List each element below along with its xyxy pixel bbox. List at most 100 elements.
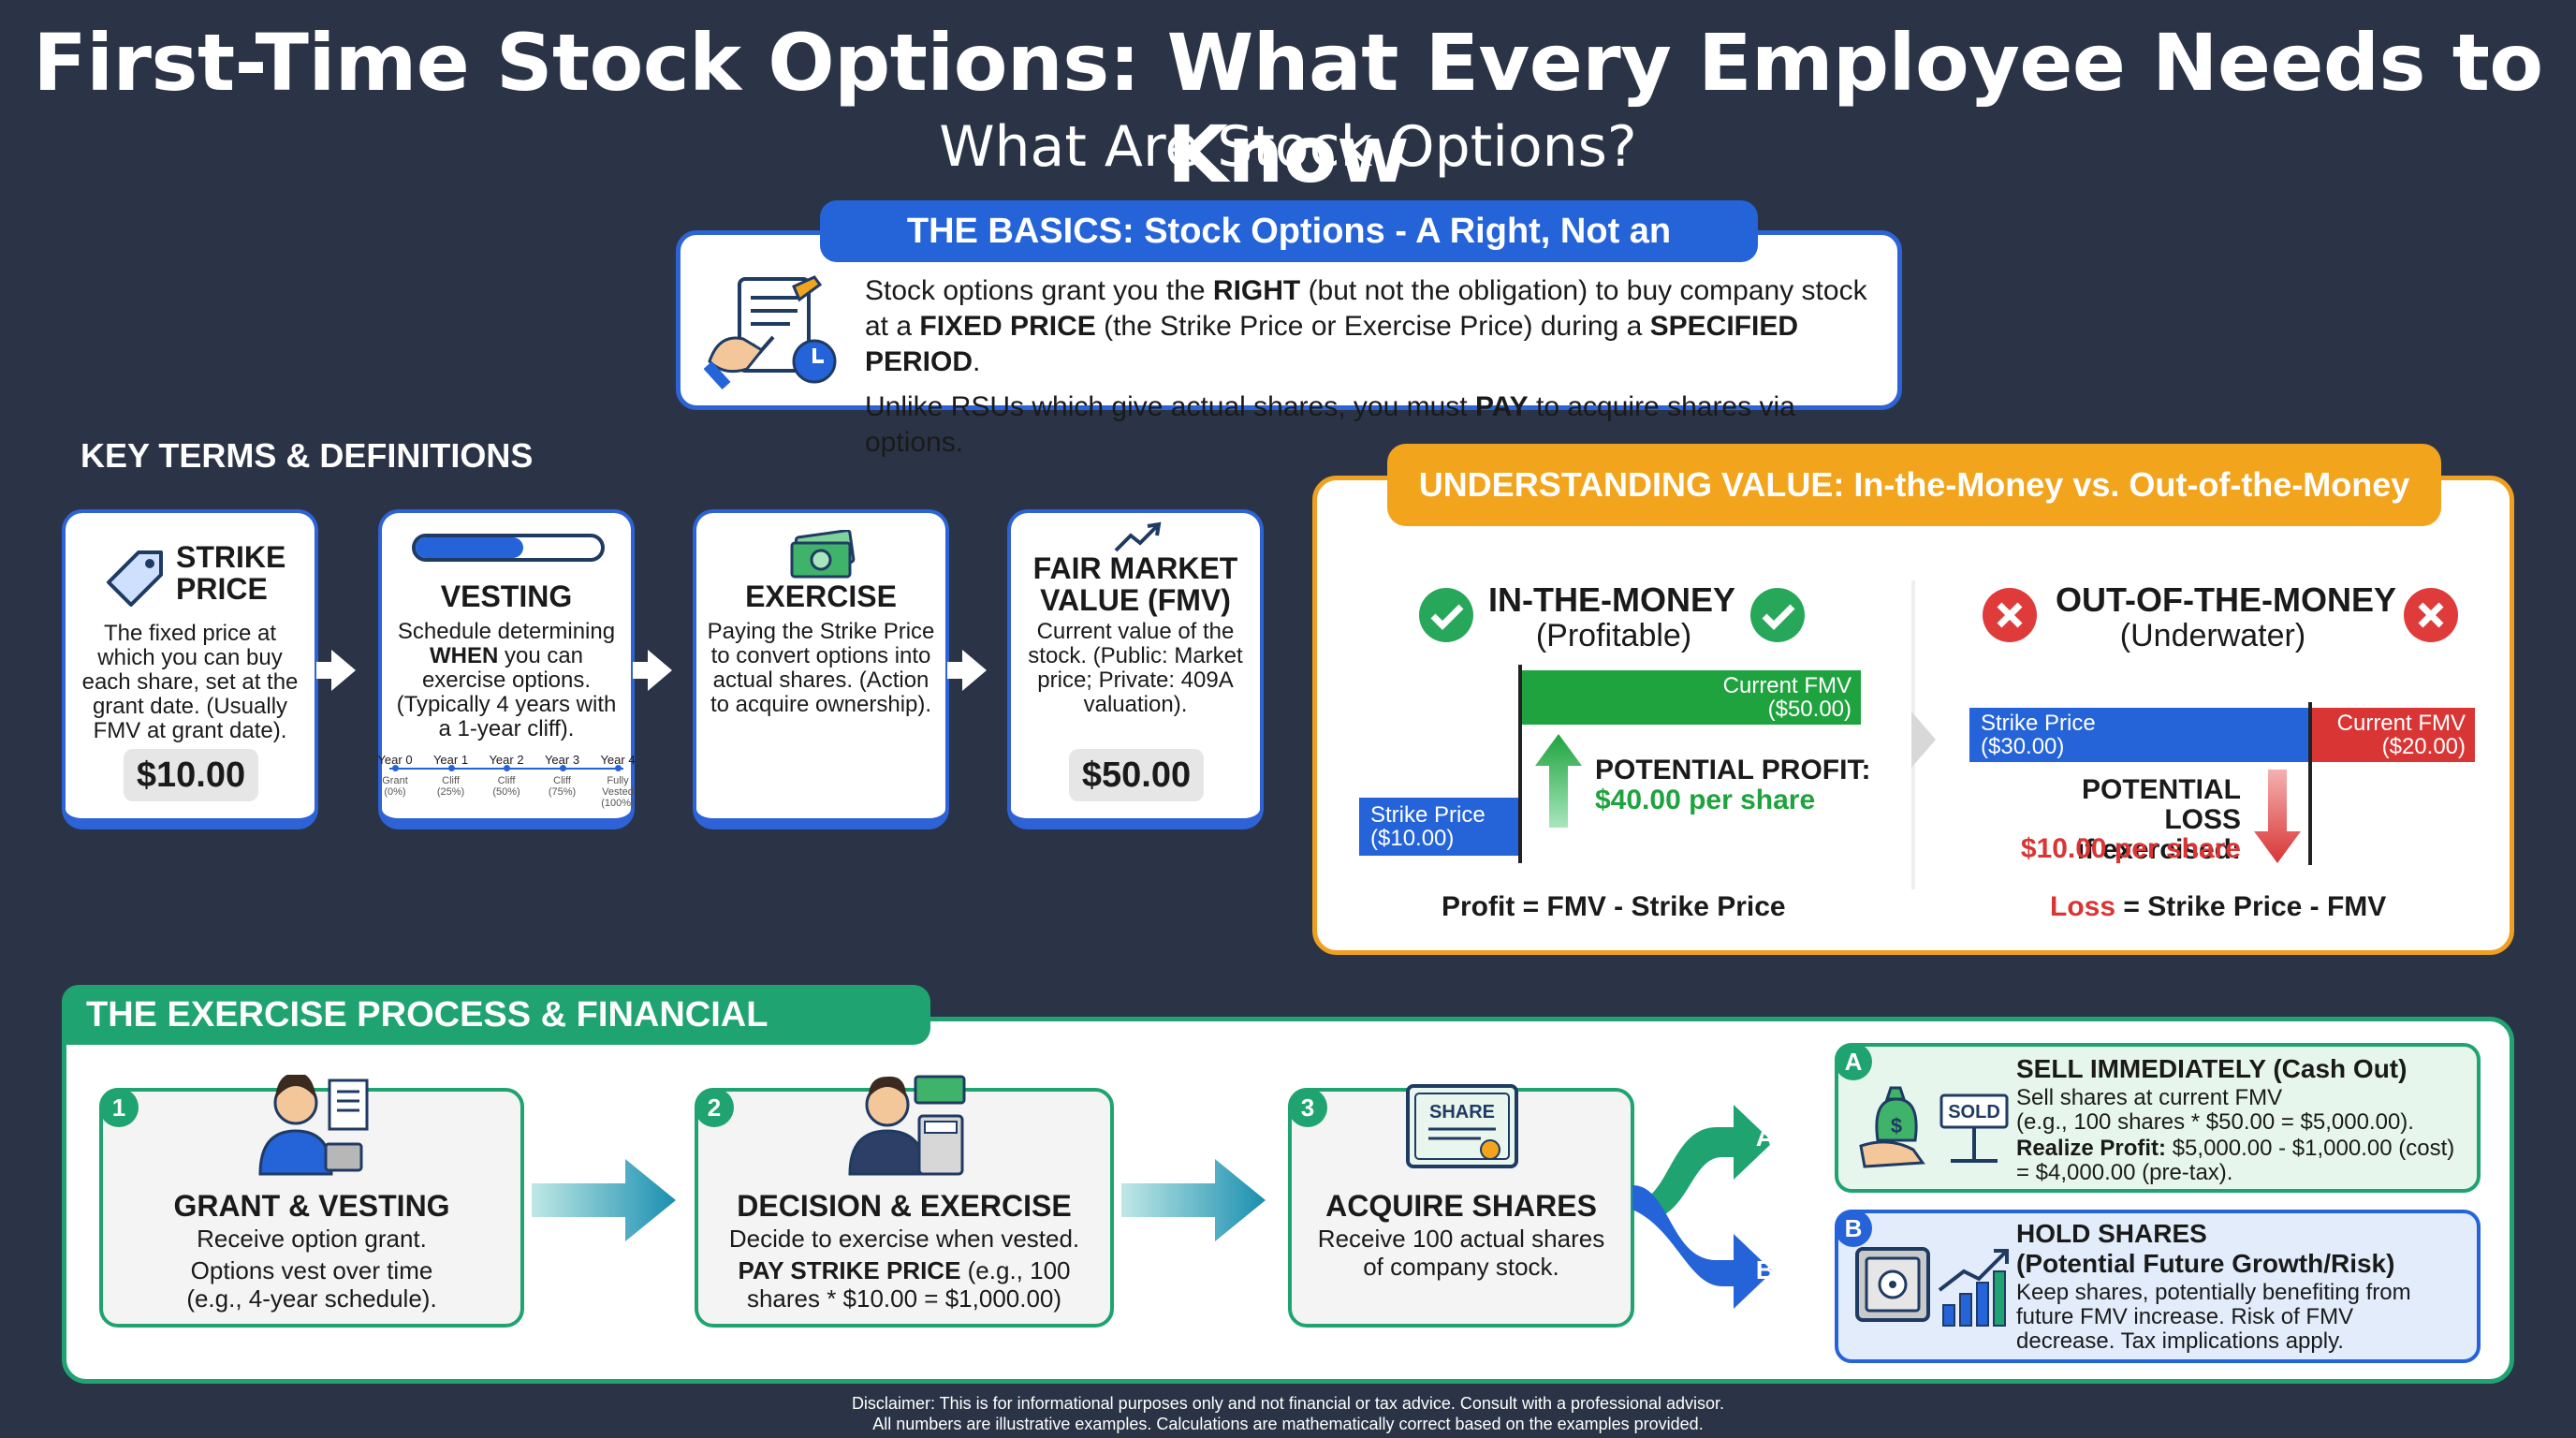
vesting-year-label: Year 4 [600,753,636,767]
itm-subtitle: (Profitable) [1535,618,1692,653]
option-title: HOLD SHARES (Potential Future Growth/Ris… [2016,1219,2395,1278]
basics-text-right: RIGHT [1212,275,1301,306]
itm-strike-label: Strike Price ($10.00) [1370,802,1486,851]
page-title: First-Time Stock Options: What Every Emp… [33,17,2543,200]
branch-label-a: A [1756,1123,1775,1152]
vesting-stage-label: Cliff (75%) [548,775,577,798]
basics-text-e: (the Strike Price or Exercise Price) dur… [1095,311,1650,342]
itm-axis-line [1518,665,1522,863]
process-arrow-2 [1121,1159,1266,1241]
employee-document-icon [258,1075,369,1176]
itm-fmv-bar: Current FMV ($50.00) [1520,670,1861,725]
option-profit-label: Realize Profit: [2016,1136,2167,1161]
fmv-title: FAIR MARKET VALUE (FMV) [1032,551,1238,617]
strike-price-title: STRIKE PRICE [176,540,286,606]
vesting-progress-fill [416,537,523,558]
option-letter: A [1835,1043,1872,1080]
vesting-stage-label: Cliff (25%) [436,775,465,798]
strike-price-value: $10.00 [124,749,258,801]
vesting-stage-label: Fully Vested (100%) [601,775,635,809]
disclaimer-line-1: Disclaimer: This is for informational pu… [851,1394,1725,1413]
step-acquire-shares: 3 SHARE ACQUIRE SHARES Receive 100 actua… [1288,1084,1634,1328]
vesting-milestone-dot [447,765,455,771]
fmv-value: $50.00 [1069,749,1204,801]
vesting-year-label: Year 1 [432,753,469,767]
disclaimer: Disclaimer: This is for informational pu… [0,1393,2576,1434]
step-desc-pay: PAY STRIKE PRICE [738,1256,961,1284]
otm-formula: Loss = Strike Price - FMV [2050,891,2386,923]
step-title: ACQUIRE SHARES [1325,1189,1597,1223]
share-certificate-label: SHARE [1429,1102,1495,1123]
value-divider [1911,580,1936,889]
basics-text-d: at a [865,311,920,342]
itm-title: IN-THE-MONEY [1488,580,1735,619]
price-tag-icon [107,550,163,607]
itm-fmv-label: Current FMV ($50.00) [1722,673,1852,722]
otm-fmv-bar: Current FMV ($20.00) [2312,708,2475,762]
vesting-milestone-dot [615,765,622,771]
vesting-milestone-dot [392,765,399,771]
basics-text-a: Stock options grant you the [865,275,1213,306]
share-certificate-icon: SHARE [1406,1084,1518,1168]
step-desc: Decide to exercise when vested. [728,1225,1080,1253]
trend-up-icon [1114,521,1162,552]
check-circle-icon [1419,588,1473,642]
vesting-year-label: Year 0 [377,753,413,767]
basics-text-h: to acquire shares via options. [865,391,1795,458]
otm-subtitle: (Underwater) [2119,618,2306,653]
vesting-milestone-dot [504,765,510,771]
disclaimer-line-2: All numbers are illustrative examples. C… [872,1415,1704,1433]
contract-signing-icon [704,275,837,390]
strike-price-desc: The fixed price at which you can buy eac… [81,621,299,743]
otm-formula-loss: Loss [2050,891,2116,922]
step-number: 2 [695,1088,734,1127]
vesting-desc-when: WHEN [429,643,499,668]
x-circle-icon [2404,588,2458,642]
fmv-desc: Current value of the stock. (Public: Mar… [1028,619,1243,717]
itm-formula: Profit = FMV - Strike Price [1442,891,1786,922]
option-profit: Realize Profit: $5,000.00 - $1,000.00 (c… [2016,1137,2454,1185]
value-tab: UNDERSTANDING VALUE: In-the-Money vs. Ou… [1387,444,2441,526]
basics-text-pay: PAY [1474,391,1529,422]
vesting-stage-label: Cliff (50%) [492,775,520,798]
profit-up-arrow-icon [1535,734,1582,828]
option-letter: B [1835,1210,1872,1247]
vesting-milestone-dot [559,765,566,771]
otm-formula-rest: = Strike Price - FMV [2115,891,2387,922]
step-grant-vesting: 1 GRANT & VESTING Receive option grant. … [99,1075,524,1328]
loss-down-arrow-icon [2254,770,2301,863]
process-tab: THE EXERCISE PROCESS & FINANCIAL OUTCOME… [62,985,930,1094]
vesting-year-label: Year 3 [544,753,580,767]
option-title: SELL IMMEDIATELY (Cash Out) [2016,1054,2408,1083]
basics-text: Stock options grant you the RIGHT (but n… [865,273,1895,470]
otm-axis-line [2308,702,2312,865]
vesting-desc: Schedule determining WHEN you can exerci… [391,620,622,741]
otm-strike-bar: Strike Price ($30.00) [1969,708,2312,762]
step-desc: PAY STRIKE PRICE (e.g., 100 shares * $10… [698,1256,1110,1313]
step-number: 1 [99,1088,139,1127]
otm-loss-value: $10.00 per share [2020,833,2241,864]
employee-calculator-icon [848,1075,966,1176]
basics-text-f: . [973,346,981,377]
branch-arrows: A B [1632,1105,1775,1309]
step-desc: Options vest over time (e.g., 4-year sch… [186,1256,437,1313]
vesting-stage-label: Grant (0%) [382,775,408,798]
basics-text-g: Unlike RSUs which give actual shares, yo… [865,391,1475,422]
exercise-desc: Paying the Strike Price to convert optio… [707,619,935,717]
check-circle-icon [1750,588,1805,642]
key-terms-label: KEY TERMS & DEFINITIONS [80,436,534,475]
basics-tab: THE BASICS: Stock Options - A Right, Not… [820,200,1758,313]
basics-line-1: Stock options grant you the RIGHT (but n… [865,273,1895,380]
sold-sign-label: SOLD [1948,1102,2000,1123]
vesting-desc-a: Schedule determining [397,619,616,644]
basics-text-fixed: FIXED PRICE [919,311,1096,342]
exercise-title: EXERCISE [745,580,897,613]
process-arrow-1 [532,1159,676,1241]
option-desc: Sell shares at current FMV (e.g., 100 sh… [2016,1085,2414,1135]
page-subtitle: What Are Stock Options? [939,114,1637,180]
safe-growth-chart-icon [1855,1247,2009,1327]
step-desc: Receive option grant. [197,1225,427,1253]
otm-strike-label: Strike Price ($30.00) [1981,711,2096,759]
step-desc-example: (e.g., 100 shares * $10.00 = $1,000.00) [746,1256,1071,1313]
